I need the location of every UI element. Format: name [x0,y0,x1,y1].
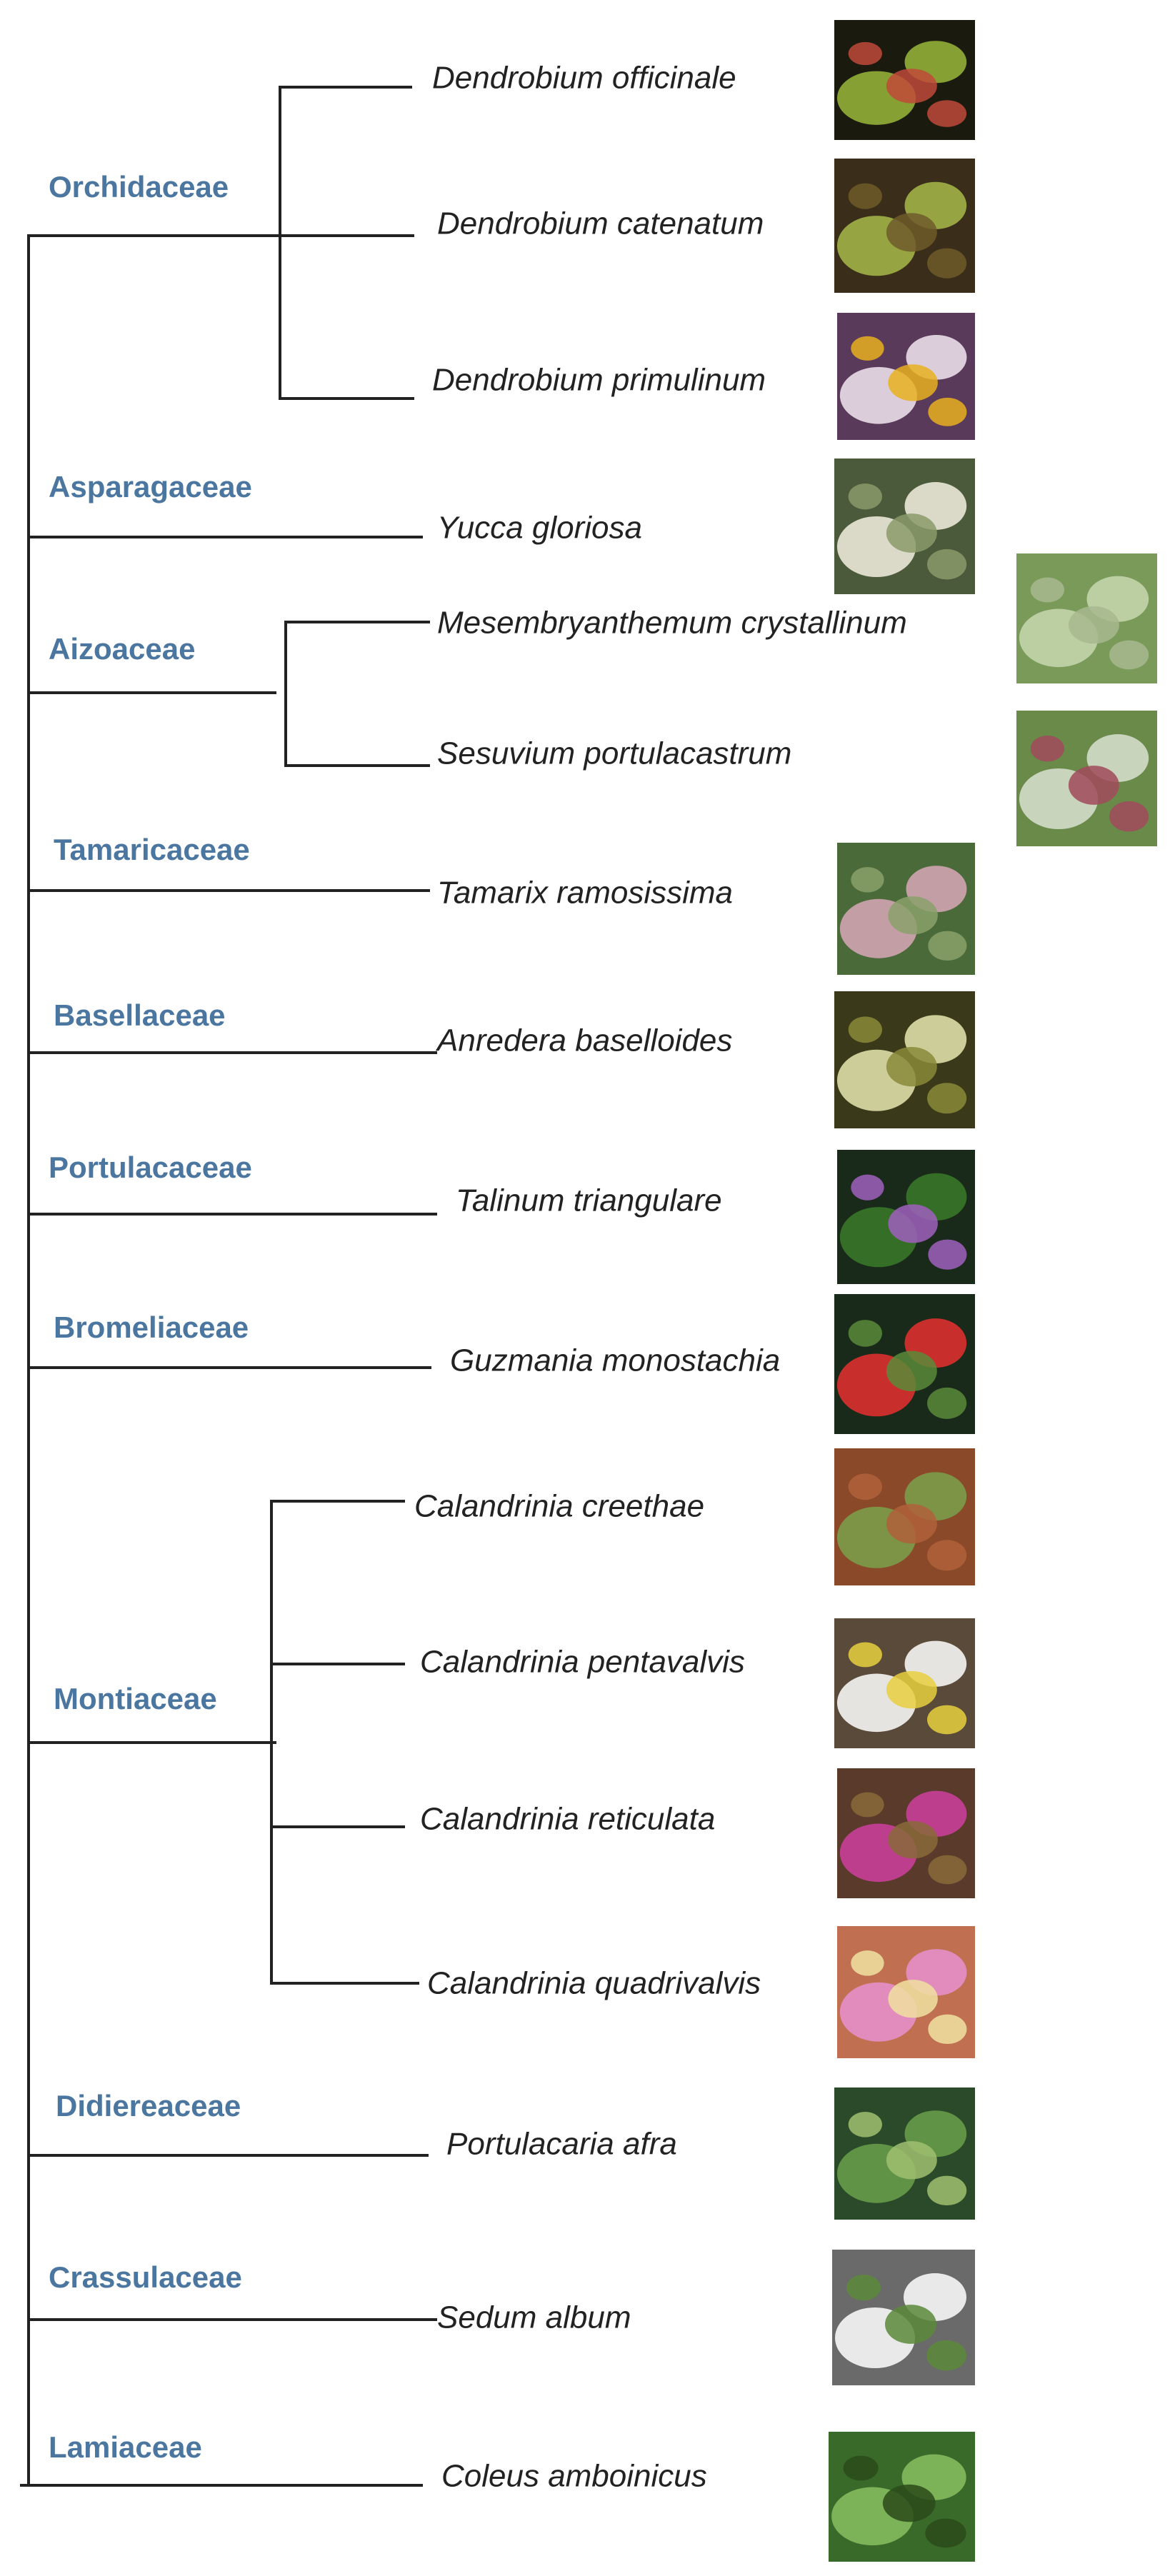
species-photos [829,20,1157,2562]
yucca-photo [834,458,975,594]
tree-labels: Orchidaceae Dendrobium officinaleDendrobi… [49,61,907,2494]
ice-plant-photo [1016,553,1157,683]
species-label: Mesembryanthemum crystallinum [437,606,907,641]
species-label: Calandrinia pentavalvis [420,1645,745,1680]
calandrinia-quadrivalvis-photo [837,1926,975,2058]
sea-purslane-photo [1016,711,1157,846]
family-label: Portulacaceae [49,1151,252,1184]
family-label: Aizoaceae [49,632,195,666]
coleus-photo [829,2432,975,2562]
bromeliad-photo [834,1294,975,1434]
species-label: Portulacaria afra [446,2127,677,2162]
family-label: Crassulaceae [49,2260,242,2294]
species-label: Dendrobium primulinum [432,363,766,398]
elephant-bush-photo [834,2088,975,2220]
family-label: Montiaceae [54,1682,217,1715]
orchid-bloom-photo [837,313,975,440]
species-label: Calandrinia creethae [414,1489,704,1524]
family-label: Asparagaceae [49,470,252,503]
species-label: Tamarix ramosissima [437,876,733,911]
species-label: Anredera baselloides [435,1023,732,1058]
orchid-stem-photo [834,159,975,293]
waterleaf-photo [837,1150,975,1284]
family-label: Didiereaceae [56,2089,241,2123]
family-label: Lamiaceae [49,2430,202,2464]
madeira-vine-photo [834,991,975,1128]
species-label: Dendrobium catenatum [437,206,764,241]
species-label: Calandrinia quadrivalvis [427,1966,761,2001]
tree-branches [20,86,437,2487]
sedum-photo [832,2250,975,2385]
calandrinia-pentavalvis-photo [834,1618,975,1748]
orchid-flower-photo [834,20,975,140]
species-label: Guzmania monostachia [450,1343,780,1378]
species-label: Calandrinia reticulata [420,1802,715,1837]
species-label: Sedum album [437,2300,631,2335]
calandrinia-creethae-photo [834,1448,975,1585]
species-label: Coleus amboinicus [441,2459,707,2494]
species-label: Yucca gloriosa [437,511,642,546]
species-label: Dendrobium officinale [432,61,736,96]
family-label: Tamaricaceae [54,833,250,866]
species-label: Talinum triangulare [456,1183,722,1218]
family-label: Orchidaceae [49,170,229,204]
calandrinia-reticulata-photo [837,1768,975,1898]
species-label: Sesuvium portulacastrum [437,736,791,771]
family-label: Bromeliaceae [54,1310,249,1344]
family-label: Basellaceae [54,998,226,1032]
tamarisk-photo [837,843,975,975]
